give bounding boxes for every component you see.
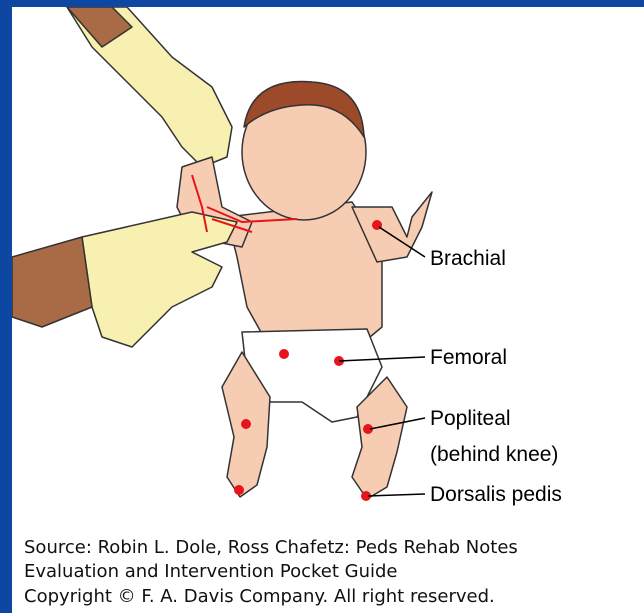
caption-copyright: Copyright © F. A. Davis Company. All rig… bbox=[24, 586, 495, 607]
infant-pulse-illustration bbox=[12, 7, 644, 507]
gloved-hand-bottom bbox=[82, 212, 237, 347]
pulse-point-popliteal-left bbox=[241, 419, 251, 429]
caption-title: Evaluation and Intervention Pocket Guide bbox=[24, 561, 397, 582]
label-dorsalis-pedis: Dorsalis pedis bbox=[430, 483, 562, 507]
skin-wrist-bottom bbox=[12, 237, 92, 327]
leader-dorsalis bbox=[368, 494, 425, 496]
diagram-frame: Brachial Femoral Popliteal (behind knee)… bbox=[12, 7, 644, 613]
pulse-point-dorsalis-left bbox=[234, 485, 244, 495]
pulse-point-femoral-left bbox=[279, 349, 289, 359]
caption-source: Source: Robin L. Dole, Ross Chafetz: Ped… bbox=[24, 537, 518, 558]
label-femoral: Femoral bbox=[430, 346, 507, 370]
label-brachial: Brachial bbox=[430, 247, 506, 271]
label-popliteal-note: (behind knee) bbox=[430, 443, 558, 467]
label-popliteal: Popliteal bbox=[430, 407, 511, 431]
